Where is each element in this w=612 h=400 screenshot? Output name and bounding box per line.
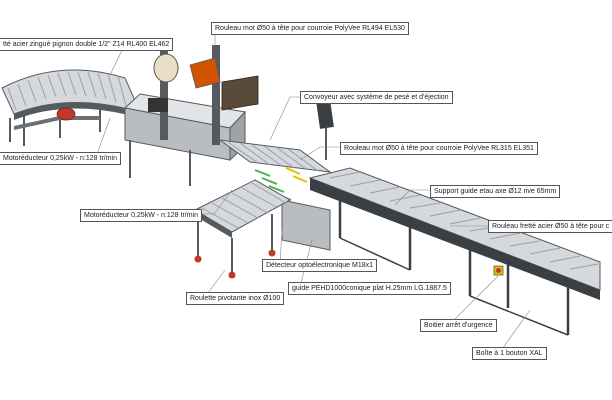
label-guide-pehd: guide PEHD1000conique plat H.25mm LG.188…: [288, 282, 451, 295]
label-pignon: tté acier zingué pignon double 1/2" Z14 …: [0, 38, 174, 51]
output-conveyor: [308, 167, 601, 336]
label-motoreducteur-1: Motoréducteur 0,25kW - n:128 tr/min: [0, 152, 121, 165]
wrapping-machine: [123, 45, 259, 186]
label-rouleau-mid: Rouleau mot Ø50 à tête pour courroie Pol…: [340, 142, 538, 155]
curved-conveyor: [1, 69, 141, 146]
label-boite-bouton: Boîte à 1 bouton XAL: [472, 347, 547, 360]
label-boitier-arret: Boitier arrêt d'urgence: [420, 319, 497, 332]
weighing-conveyor: [218, 99, 334, 251]
label-motoreducteur-2: Motoréducteur 0,25kW - n:128 tr/min: [80, 209, 202, 222]
label-roulette: Roulette pivotante inox Ø100: [186, 292, 285, 305]
label-support-guide: Support guide etau axe Ø12 rive 65mm: [430, 185, 561, 198]
label-rouleau-frette: Rouleau fretté acier Ø50 à tête pour c: [488, 220, 612, 233]
label-detecteur: Détecteur optoélectronique M18x1: [262, 259, 378, 272]
label-convoyeur-pese: Convoyeur avec système de pesé et d'éjec…: [300, 91, 453, 104]
side-conveyor: [193, 179, 292, 279]
label-rouleau-top: Rouleau mot Ø50 à tête pour courroie Pol…: [211, 22, 409, 35]
